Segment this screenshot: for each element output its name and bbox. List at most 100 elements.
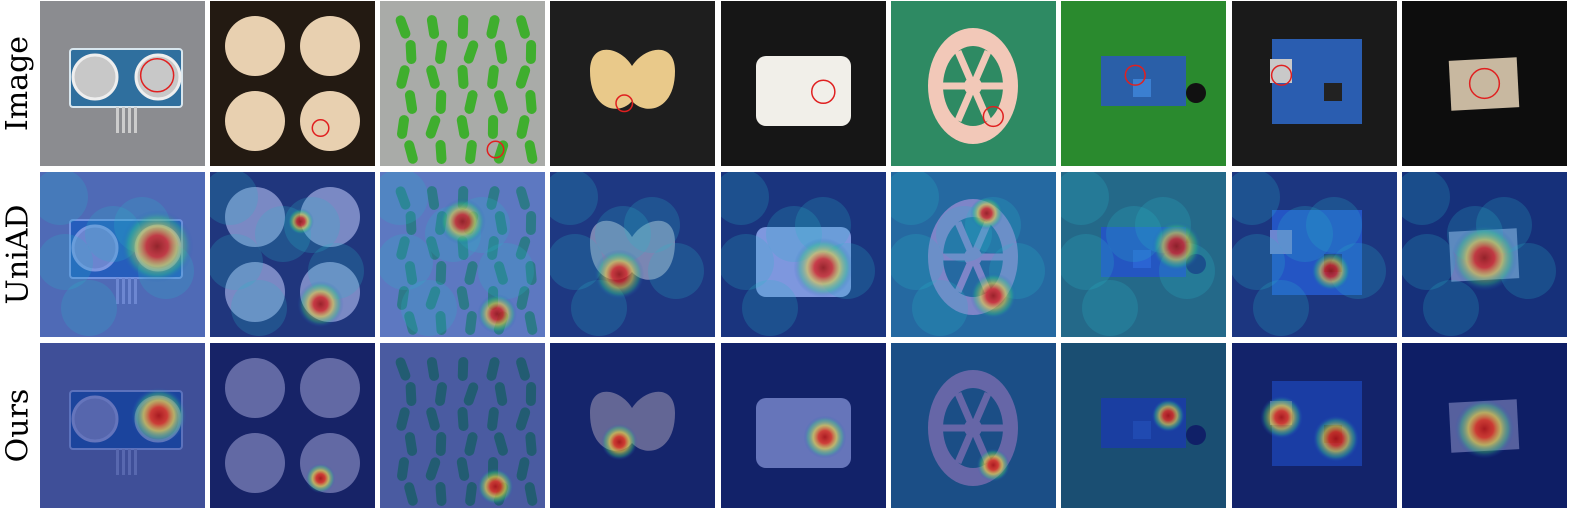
- heatmap-hotspot: [803, 415, 847, 459]
- row-label-text: UniAD: [0, 204, 36, 305]
- tile-input-pink-wheel-disc: [891, 1, 1056, 166]
- tile-uniad-green-capsules: [380, 172, 545, 337]
- heatmap-noise-blob: [550, 172, 598, 225]
- tile-image: [721, 1, 886, 166]
- heatmap-hotspot: [439, 198, 486, 245]
- tile-input-ultrasonic-sensor-board: [40, 1, 205, 166]
- heatmap-noise-blob: [912, 280, 968, 336]
- tile-ours-four-round-tablets: [210, 343, 375, 508]
- tile-image: [891, 343, 1056, 508]
- tile-image: [1402, 1, 1567, 166]
- row-label-uniad: UniAD: [0, 172, 36, 337]
- tile-input-white-gum-block: [721, 1, 886, 166]
- anomaly-contour: [1124, 64, 1146, 86]
- heatmap-hotspot: [1260, 395, 1303, 439]
- anomaly-contour: [486, 140, 505, 159]
- tile-image: [210, 343, 375, 508]
- tile-image: [550, 1, 715, 166]
- heatmap-noise-blob: [1253, 280, 1309, 336]
- heatmap-noise-blob: [231, 280, 287, 336]
- tile-ours-green-capsules: [380, 343, 545, 508]
- heatmap-noise-blob: [40, 234, 93, 290]
- tile-image: [721, 172, 886, 337]
- heatmap-noise-blob: [1423, 280, 1479, 336]
- tile-image: [550, 172, 715, 337]
- heatmap-noise-blob: [891, 172, 939, 225]
- heatmap-noise-blob: [1232, 234, 1285, 290]
- tile-image: [1402, 343, 1567, 508]
- tile-ours-cashew-nut: [550, 343, 715, 508]
- tile-image: [1232, 343, 1397, 508]
- heatmap-noise-blob: [40, 172, 88, 225]
- tile-image: [40, 343, 205, 508]
- row-label-text: Ours: [0, 388, 36, 463]
- heatmap-hotspot: [477, 468, 514, 505]
- heatmap-noise-blob: [478, 243, 534, 299]
- tile-image: [210, 172, 375, 337]
- heatmap-hotspot: [477, 294, 517, 334]
- heatmap-hotspot: [970, 196, 1004, 230]
- tile-uniad-ultrasonic-sensor-board: [40, 172, 205, 337]
- heatmap-hotspot: [793, 238, 853, 298]
- heatmap-noise-blob: [595, 206, 651, 262]
- tile-image: [380, 172, 545, 337]
- tile-image: [1402, 172, 1567, 337]
- tile-image: [891, 172, 1056, 337]
- tile-image: [1232, 1, 1397, 166]
- tile-input-fabric-swatch: [1402, 1, 1567, 166]
- tile-image: [1232, 172, 1397, 337]
- tile-ours-ir-sensor-module-green: [1061, 343, 1226, 508]
- tile-uniad-four-round-tablets: [210, 172, 375, 337]
- heatmap-hotspot: [1151, 399, 1185, 433]
- tile-ours-pink-wheel-disc: [891, 343, 1056, 508]
- heatmap-hotspot: [1311, 251, 1351, 291]
- heatmap-noise-blob: [380, 234, 433, 290]
- tile-image: [1061, 343, 1226, 508]
- anomaly-contour: [982, 105, 1004, 128]
- heatmap-noise-blob: [721, 172, 769, 225]
- tile-image: [550, 343, 715, 508]
- tile-uniad-charger-pcb-black: [1232, 172, 1397, 337]
- heatmap-hotspot: [130, 387, 187, 444]
- heatmap-hotspot: [970, 272, 1017, 319]
- tile-uniad-fabric-swatch: [1402, 172, 1567, 337]
- heatmap-hotspot: [1312, 415, 1360, 462]
- heatmap-noise-blob: [1277, 206, 1333, 262]
- row-label-image: Image: [0, 1, 36, 166]
- anomaly-contour: [139, 58, 175, 93]
- tile-image: [721, 343, 886, 508]
- tile-ours-charger-pcb-black: [1232, 343, 1397, 508]
- tile-input-four-round-tablets: [210, 1, 375, 166]
- heatmap-hotspot: [594, 249, 645, 300]
- heatmap-noise-blob: [1061, 172, 1109, 225]
- tile-image: [380, 1, 545, 166]
- tile-uniad-cashew-nut: [550, 172, 715, 337]
- heatmap-noise-blob: [380, 172, 428, 225]
- heatmap-noise-blob: [721, 234, 774, 290]
- heatmap-noise-blob: [1106, 206, 1162, 262]
- heatmap-hotspot: [1151, 221, 1202, 271]
- tile-uniad-white-gum-block: [721, 172, 886, 337]
- heatmap-hotspot: [120, 209, 194, 283]
- heatmap-noise-blob: [210, 172, 258, 225]
- row-label-text: Image: [0, 35, 36, 132]
- tile-image: [40, 1, 205, 166]
- heatmap-hotspot: [287, 208, 314, 235]
- anomaly-contour: [1468, 67, 1501, 100]
- heatmap-noise-blob: [1306, 197, 1362, 253]
- tile-uniad-pink-wheel-disc: [891, 172, 1056, 337]
- heatmap-noise-blob: [1061, 234, 1114, 290]
- heatmap-noise-blob: [210, 234, 263, 290]
- heatmap-hotspot: [976, 448, 1010, 482]
- heatmap-noise-blob: [648, 243, 704, 299]
- heatmap-hotspot: [1451, 224, 1518, 291]
- heatmap-noise-blob: [795, 197, 851, 253]
- tile-input-green-capsules: [380, 1, 545, 166]
- heatmap-noise-blob: [742, 280, 798, 336]
- heatmap-noise-blob: [550, 234, 603, 290]
- heatmap-noise-blob: [1402, 172, 1450, 225]
- heatmap-noise-blob: [1082, 280, 1138, 336]
- anomaly-contour: [615, 94, 634, 113]
- tile-ours-ultrasonic-sensor-board: [40, 343, 205, 508]
- heatmap-noise-blob: [1402, 234, 1455, 290]
